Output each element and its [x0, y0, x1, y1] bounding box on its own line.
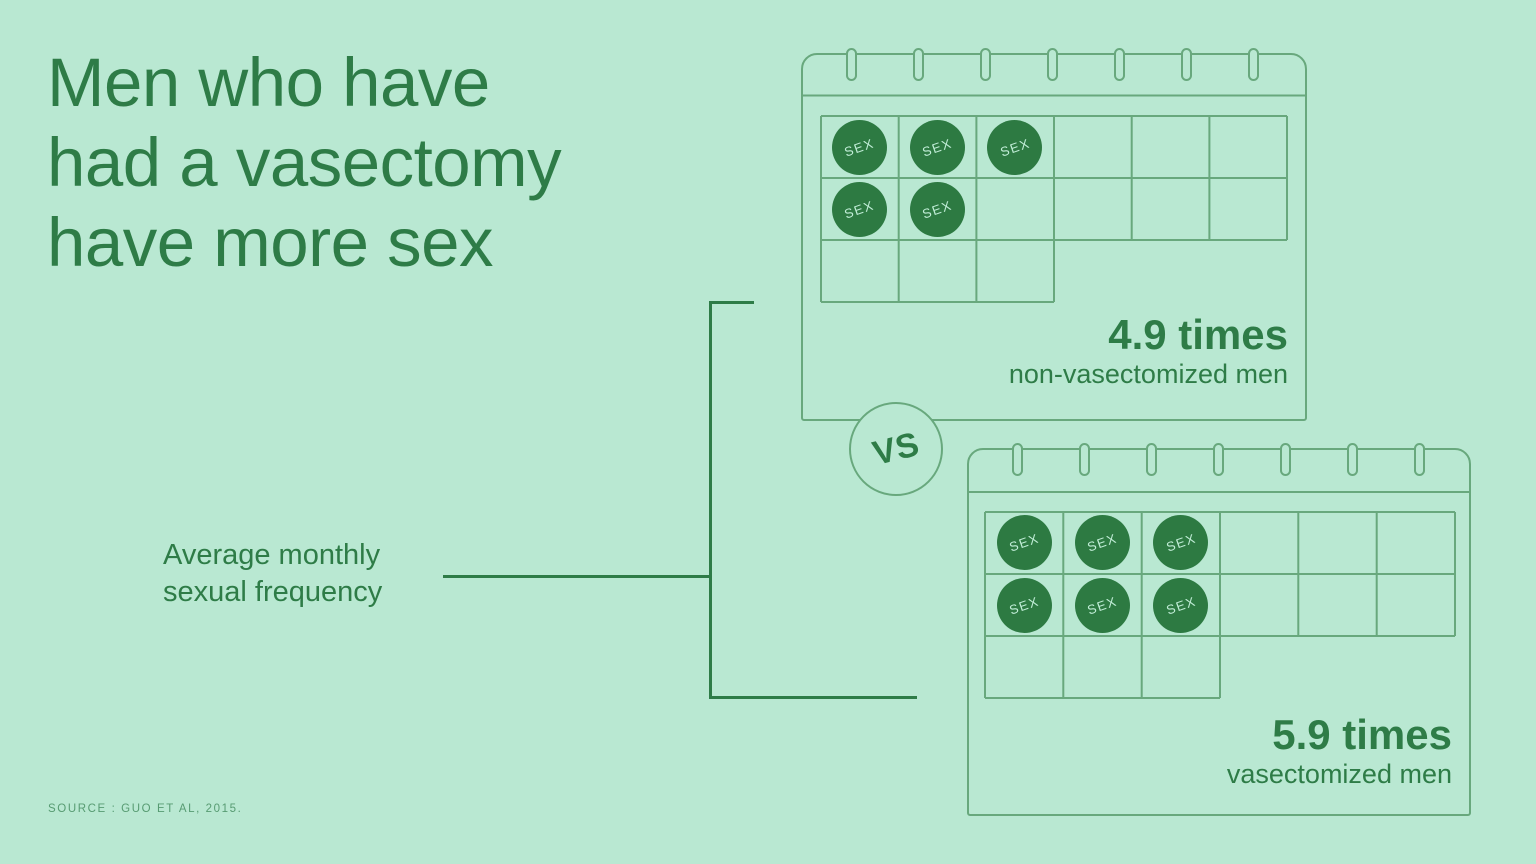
category-label: non-vasectomized men	[1008, 359, 1288, 389]
sex-marker-label: SEX	[1007, 530, 1042, 555]
calendar-figures: 4.9 times non-vasectomized men	[1009, 312, 1288, 391]
sex-marker: SEX	[832, 181, 887, 237]
binder-ring	[912, 48, 924, 81]
sex-marker: SEX	[1075, 515, 1130, 571]
binder-ring	[1212, 443, 1224, 476]
sex-marker: SEX	[1153, 577, 1209, 633]
frequency-value: 5.9 times	[1272, 711, 1452, 758]
frequency-value: 4.9 times	[1108, 311, 1288, 358]
sex-marker: SEX	[832, 119, 887, 175]
binder-ring	[1247, 48, 1259, 81]
sex-marker-label: SEX	[1007, 592, 1042, 618]
title-line-1: Men who have	[47, 44, 490, 121]
sex-marker-label: SEX	[1163, 592, 1198, 618]
sex-marker: SEX	[987, 119, 1043, 175]
title-line-2: had a vasectomy	[47, 124, 562, 201]
calendar-vasectomized: SEX SEX SEX SEX SEX SEX 5.9 times vasect…	[967, 443, 1471, 816]
binder-ring	[1180, 48, 1192, 81]
sex-marker: SEX	[909, 119, 965, 175]
binder-ring	[1011, 443, 1023, 476]
bracket-top-line	[709, 301, 754, 304]
sex-marker: SEX	[909, 181, 965, 237]
calendar-grid	[801, 94, 1307, 303]
binder-ring	[1279, 443, 1291, 476]
sex-marker-label: SEX	[920, 134, 955, 160]
sex-marker: SEX	[1153, 515, 1209, 571]
measure-connector-line	[443, 575, 710, 578]
sex-marker-label: SEX	[998, 134, 1032, 160]
measure-label-line-2: sexual frequency	[163, 576, 383, 608]
category-label: vasectomized men	[1226, 759, 1452, 789]
title-line-3: have more sex	[47, 204, 494, 281]
sex-marker-label: SEX	[920, 196, 955, 222]
binder-ring	[1078, 443, 1090, 476]
calendar-non-vasectomized: SEX SEX SEX SEX SEX 4.9 times non-vasect…	[801, 48, 1307, 421]
sex-marker: SEX	[996, 577, 1052, 633]
calendar-grid	[967, 491, 1471, 699]
binder-ring	[845, 48, 857, 81]
measure-label-line-1: Average monthly	[163, 539, 381, 571]
sex-marker-label: SEX	[1085, 530, 1120, 555]
binder-ring	[1145, 443, 1157, 476]
measure-label: Average monthly sexual frequency	[163, 537, 382, 611]
sex-marker: SEX	[996, 515, 1052, 571]
vs-badge: VS	[849, 402, 943, 496]
binder-ring	[1413, 443, 1425, 476]
source-note: SOURCE : GUO ET AL, 2015.	[48, 803, 243, 815]
sex-marker-label: SEX	[1085, 592, 1120, 618]
binder-ring	[1046, 48, 1058, 81]
bracket-bottom-line	[709, 696, 917, 699]
sex-marker-label: SEX	[842, 134, 877, 160]
binder-ring	[1346, 443, 1358, 476]
sex-marker: SEX	[1075, 577, 1130, 633]
sex-marker-label: SEX	[1163, 530, 1198, 555]
calendar-figures: 5.9 times vasectomized men	[1227, 712, 1452, 791]
binder-ring	[979, 48, 991, 81]
vs-label: VS	[868, 424, 923, 473]
bracket-vertical-line	[709, 301, 712, 699]
page-title: Men who have had a vasectomy have more s…	[47, 43, 562, 283]
sex-marker-label: SEX	[842, 196, 877, 222]
binder-ring	[1113, 48, 1125, 81]
